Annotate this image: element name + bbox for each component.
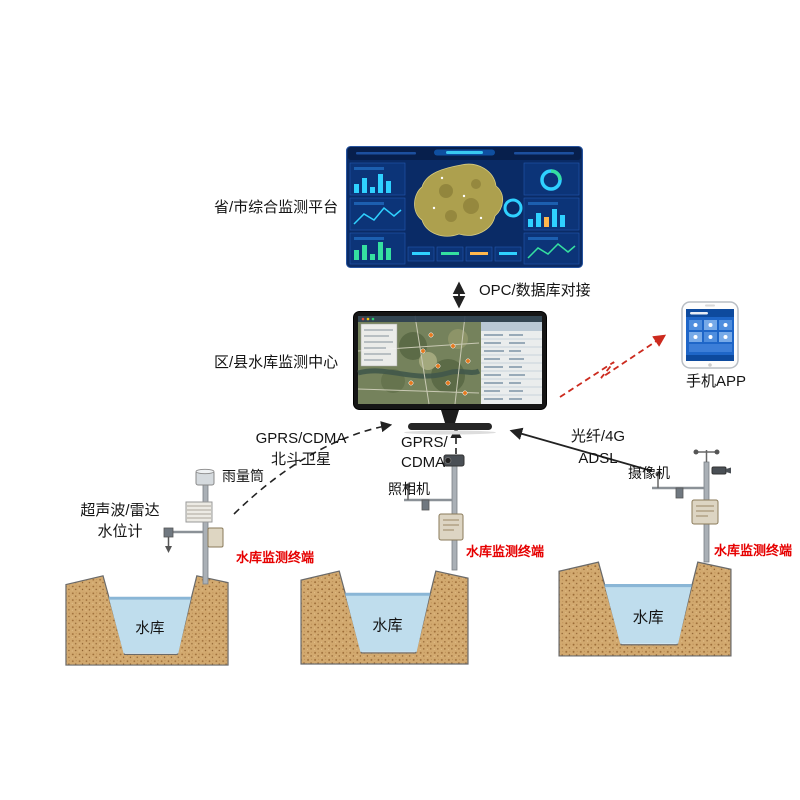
- terminal-label-right: 水库监测终端: [714, 543, 793, 558]
- middle-link-label: GPRS/ CDMA: [401, 433, 448, 473]
- dashboard-right-panels: [523, 162, 580, 265]
- middle-link-line1: GPRS/: [401, 434, 448, 451]
- terminal-box-icon: [691, 499, 719, 525]
- sensor-icons: [405, 483, 430, 511]
- rain-gauge-label: 雨量筒: [222, 468, 264, 484]
- station-middle: [404, 454, 465, 571]
- terminal-label-middle: 水库监测终端: [466, 544, 545, 559]
- terminal-label-left: 水库监测终端: [236, 550, 315, 565]
- reservoir-left: 水库: [65, 575, 229, 666]
- left-station-uplink-arrow: [233, 421, 393, 515]
- water-level-line2: 水位计: [97, 523, 143, 540]
- dashboard-region-map: [414, 163, 523, 237]
- opc-link-label: OPC/数据库对接: [479, 282, 591, 299]
- radiation-shield-icon: [185, 501, 213, 523]
- camera-icon: [443, 454, 465, 467]
- left-link-label: GPRS/CDMA 北斗卫星: [254, 428, 348, 470]
- water-level-sensor-icon: [163, 527, 174, 553]
- dashboard-bottom-stats: [407, 246, 522, 262]
- dashboard-left-panels: [349, 162, 406, 265]
- reservoir-middle: 水库: [300, 570, 469, 665]
- water-level-line1: 超声波/雷达: [80, 502, 160, 519]
- reservoir-label: 水库: [372, 618, 402, 635]
- county-center-monitor: [353, 311, 547, 435]
- video-camera-icon: [711, 466, 731, 475]
- monitor-data-table: [481, 322, 542, 404]
- monitor-station-markers: [408, 332, 471, 396]
- reservoir-right: 水库: [558, 561, 732, 657]
- rain-gauge-icon: [195, 468, 215, 486]
- right-station-uplink-arrow: [509, 427, 653, 472]
- platform-label: 省/市综合监测平台: [214, 199, 339, 216]
- mobile-phone: [681, 301, 739, 369]
- province-dashboard-screen: [346, 146, 583, 268]
- terminal-box-icon: [207, 527, 224, 548]
- video-camera-label: 摄像机: [628, 465, 670, 481]
- station-right: [652, 449, 731, 563]
- middle-link-line2: CDMA: [401, 454, 446, 471]
- left-link-line1: GPRS/CDMA: [255, 430, 347, 447]
- reservoir-label: 水库: [135, 620, 164, 637]
- anemometer-icon: [693, 449, 720, 462]
- monitor-map-screen: [357, 315, 542, 405]
- reservoir-label: 水库: [633, 608, 664, 626]
- right-link-line2: ADSL: [578, 450, 618, 467]
- phone-app-label: 手机APP: [686, 373, 747, 390]
- water-level-label: 超声波/雷达 水位计: [70, 500, 170, 542]
- terminal-box-icon: [438, 513, 464, 541]
- phone-wireless-arrow: [559, 334, 667, 398]
- monitor-stand: [404, 410, 496, 435]
- left-link-line2: 北斗卫星: [270, 451, 331, 468]
- right-link-line1: 光纤/4G: [570, 428, 626, 445]
- sensor-icons: [655, 471, 684, 499]
- phone-app-screen: [686, 309, 734, 361]
- still-camera-label: 照相机: [388, 481, 430, 497]
- station-left: [163, 468, 224, 585]
- right-link-label: 光纤/4G ADSL: [560, 426, 636, 470]
- county-center-label: 区/县水库监测中心: [214, 354, 339, 371]
